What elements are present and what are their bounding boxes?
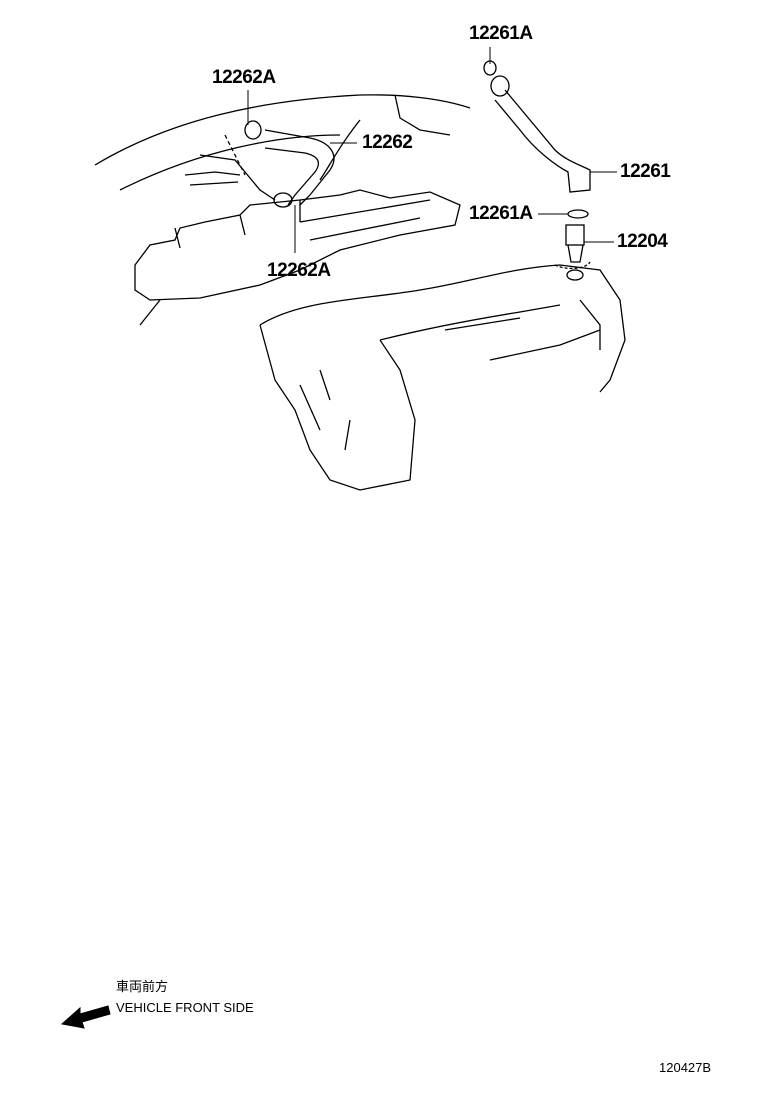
callout-12262A-top[interactable]: 12262A (212, 67, 276, 88)
callout-12262A-lower[interactable]: 12262A (267, 260, 331, 281)
engine-outline (94, 94, 626, 491)
callout-12262[interactable]: 12262 (362, 132, 413, 153)
direction-note-japanese: 車両前方 (116, 979, 169, 994)
leader-lines (247, 47, 617, 253)
callout-12204[interactable]: 12204 (617, 231, 668, 252)
arrow-left-down-icon (60, 1005, 111, 1029)
callout-12261A-lower[interactable]: 12261A (469, 203, 533, 224)
hose-12262 (244, 120, 335, 208)
hose-12261 (483, 60, 591, 263)
callout-12261A-top[interactable]: 12261A (469, 23, 533, 44)
direction-note-english: VEHICLE FRONT SIDE (116, 1000, 254, 1015)
diagram-code: 120427B (659, 1060, 712, 1075)
callout-12261[interactable]: 12261 (620, 161, 671, 182)
